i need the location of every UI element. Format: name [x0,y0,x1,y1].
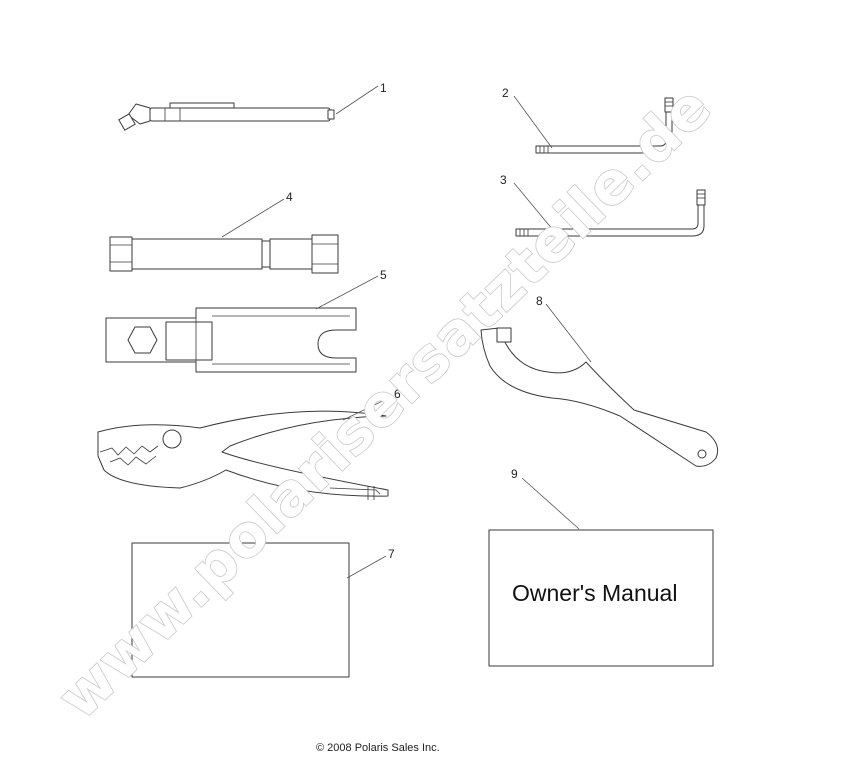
callout-6: 6 [394,387,401,401]
part-1-pressure-gauge [118,102,335,131]
part-7-blank-card [131,542,350,678]
part-3-hex-key [515,189,706,237]
callout-2: 2 [502,86,509,100]
callout-8: 8 [536,294,543,308]
callout-numbers: 1 2 3 4 5 6 7 8 9 [286,81,543,561]
callout-5: 5 [380,268,387,282]
part-2-hex-key [535,97,674,154]
callout-9: 9 [511,467,518,481]
callout-4: 4 [286,190,293,204]
owners-manual-label: Owner's Manual [512,580,677,606]
callout-7: 7 [388,547,395,561]
part-6-pliers [97,410,389,500]
leader-lines [221,85,592,579]
callout-3: 3 [500,173,507,187]
part-4-socket-wrench [109,234,339,274]
part-5-spark-plug-wrench [105,307,357,373]
owners-manual-box [488,529,714,667]
copyright-text: © 2008 Polaris Sales Inc. [316,742,440,754]
callout-1: 1 [380,81,387,95]
part-9-owners-manual: Owner's Manual [488,529,714,667]
part-8-spanner-wrench [480,327,719,467]
